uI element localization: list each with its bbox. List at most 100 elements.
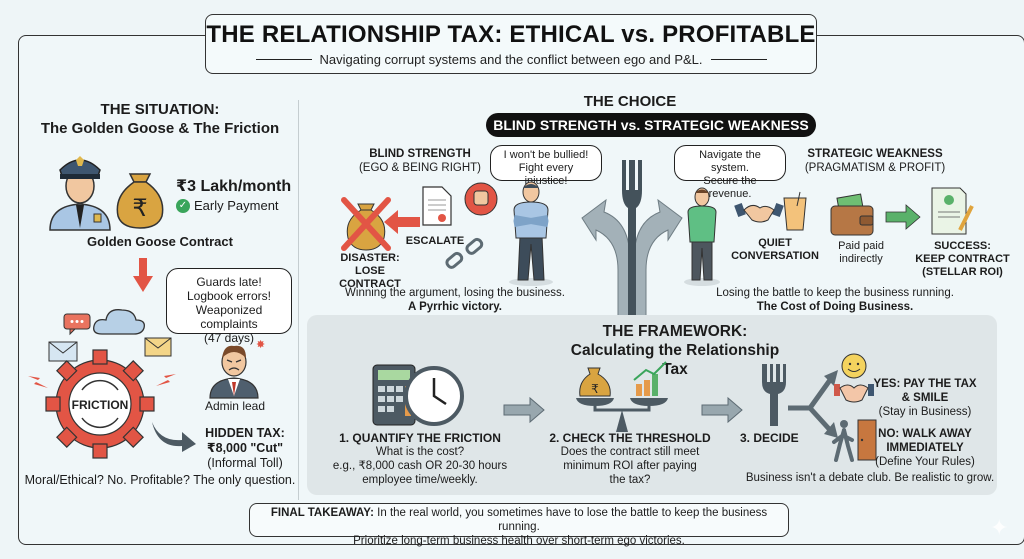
hidden-tax-label: HIDDEN TAX: ₹8,000 "Cut" (Informal Toll) [200,426,290,471]
blind-heading: BLIND STRENGTH [369,148,471,160]
paid-line: Paid paid [838,240,884,252]
strategic-summary-bold: The Cost of Doing Business. [756,301,914,313]
disaster-heading: DISASTER: [340,252,400,264]
takeaway-label: FINAL TAKEAWAY: [270,507,374,519]
document-icon [422,186,452,226]
drink-glass-icon [783,191,807,231]
takeaway-line1: FINAL TAKEAWAY: In the real world, you s… [250,506,788,534]
lightning-icon [28,376,48,388]
subtitle-row: Navigating corrupt systems and the confl… [206,52,816,67]
blind-summary: Winning the argument, losing the busines… [340,286,570,314]
decision-fork-icon [762,364,838,438]
right-arrow-icon [503,396,545,424]
quiet-conversation-label: QUIET CONVERSATION [730,237,820,263]
takeaway-text: In the real world, you sometimes have to… [373,507,768,533]
situation-heading: THE SITUATION: [100,101,220,118]
page-subtitle: Navigating corrupt systems and the confl… [319,52,703,67]
paid-indirectly-label: Paid paid indirectly [826,240,896,266]
step-line: Does the contract still meet [560,446,700,458]
strategic-weakness-heading: STRATEGIC WEAKNESS (PRAGMATISM & PROFIT) [800,147,950,175]
success-line: (STELLAR ROI) [922,266,1003,278]
title-box: THE RELATIONSHIP TAX: ETHICAL vs. PROFIT… [205,14,817,74]
step-line: employee time/weekly. [362,474,478,486]
choice-title: THE CHOICE [583,93,677,110]
smile-handshake-icon [834,353,874,403]
no-line: IMMEDIATELY [886,442,964,454]
right-arrow-icon [885,204,921,230]
blind-summary-text: Winning the argument, losing the busines… [345,287,565,299]
strategic-summary: Losing the battle to keep the business r… [710,286,960,314]
success-label: SUCCESS: KEEP CONTRACT (STELLAR ROI) [915,240,1010,279]
no-note: (Define Your Rules) [875,456,975,468]
sparkle-icon: ✦ [990,515,1009,540]
framework-subheading: Calculating the Relationship Tax [570,342,780,378]
choice-pill: BLIND STRENGTH vs. STRATEGIC WEAKNESS [486,113,816,137]
curved-arrow-icon [152,422,196,452]
quiet-line: QUIET [758,237,792,249]
bubble-line: Guards late! [196,275,262,289]
contract-label: Golden Goose Contract [87,234,233,249]
cloud-icon [93,309,145,335]
strategic-subheading: (PRAGMATISM & PROFIT) [804,162,946,174]
hidden-tax-heading: HIDDEN TAX: [205,426,285,440]
fist-icon [464,182,498,216]
bubble-line: I won't be bullied! [503,149,589,161]
no-option: NO: WALK AWAY IMMEDIATELY (Define Your R… [870,427,980,469]
bubble-line: Logbook errors! [186,289,272,303]
yes-line: YES: PAY THE TAX [873,378,977,390]
fork-in-road-icon [581,160,683,317]
svg-text:✸: ✸ [256,339,265,351]
contract-amount: ₹3 Lakh/month [176,178,292,195]
svg-text:₹: ₹ [132,194,147,222]
blind-subheading: (EGO & BEING RIGHT) [358,162,482,174]
wallet-cash-icon [830,193,874,236]
strategic-speech-bubble: Navigate the system. Secure the revenue. [674,145,786,200]
disaster-detail: LOSE CONTRACT [339,265,401,290]
blind-speech-bubble: I won't be bullied! Fight every injustic… [490,145,602,187]
blind-strength-heading: BLIND STRENGTH (EGO & BEING RIGHT) [350,147,490,175]
down-arrow-icon [133,258,153,292]
step-quantify: 1. QUANTIFY THE FRICTION What is the cos… [330,431,510,487]
framework-title: THE FRAMEWORK: Calculating the Relations… [560,322,790,379]
bubble-line: (47 days) [203,331,255,345]
step-line: e.g., ₹8,000 cash OR 20-30 hours [332,460,508,472]
bubble-line: Weaponized complaints [195,303,263,331]
security-guard-icon [49,156,111,231]
takeaway-line2: Prioritize long-term business health ove… [353,535,685,547]
framework-heading: THE FRAMEWORK: [602,323,748,340]
payment-status-label: Early Payment [194,198,279,213]
bubble-line: Navigate the system. [699,149,761,174]
admin-lead-label: Admin lead [204,399,266,413]
bubble-line: Secure the revenue. [703,175,757,200]
admin-speech-bubble: Guards late! Logbook errors! Weaponized … [166,268,292,345]
angry-admin-icon: ✸ [209,339,265,399]
balance-scale-icon: ₹ [576,361,668,432]
envelope-icon [144,337,172,357]
walk-away-door-icon [832,419,877,462]
framework-footer: Business isn't a debate club. Be realist… [745,472,995,484]
yes-option: YES: PAY THE TAX & SMILE (Stay in Busine… [870,377,980,419]
yes-line: & SMILE [901,392,949,404]
broken-chain-icon [445,237,484,269]
check-circle-icon: ✓ [176,198,190,213]
step-line: the tax? [609,474,651,486]
payment-status: ✓ Early Payment [176,198,279,213]
situation-title: THE SITUATION: The Golden Goose & The Fr… [30,100,290,138]
thinking-man-icon [684,187,720,286]
hidden-tax-note: (Informal Toll) [207,456,283,470]
friction-gear-icon: FRICTION [45,349,155,459]
envelope-icon [48,341,78,362]
right-arrow-icon [701,396,743,424]
step-line: minimum ROI after paying [563,460,697,472]
lost-money-bag-icon [341,197,391,251]
divider [710,58,767,61]
final-takeaway: FINAL TAKEAWAY: In the real world, you s… [249,503,789,547]
hidden-tax-amount: ₹8,000 "Cut" [206,441,284,455]
disaster-label: DISASTER: LOSE CONTRACT [330,252,410,291]
column-divider [298,100,299,500]
chat-bubble-icon [63,313,91,336]
step-decide-label: 3. DECIDE [740,431,799,445]
success-line: KEEP CONTRACT [915,253,1010,265]
handshake-icon [734,202,784,223]
strategic-heading: STRATEGIC WEAKNESS [807,148,943,160]
